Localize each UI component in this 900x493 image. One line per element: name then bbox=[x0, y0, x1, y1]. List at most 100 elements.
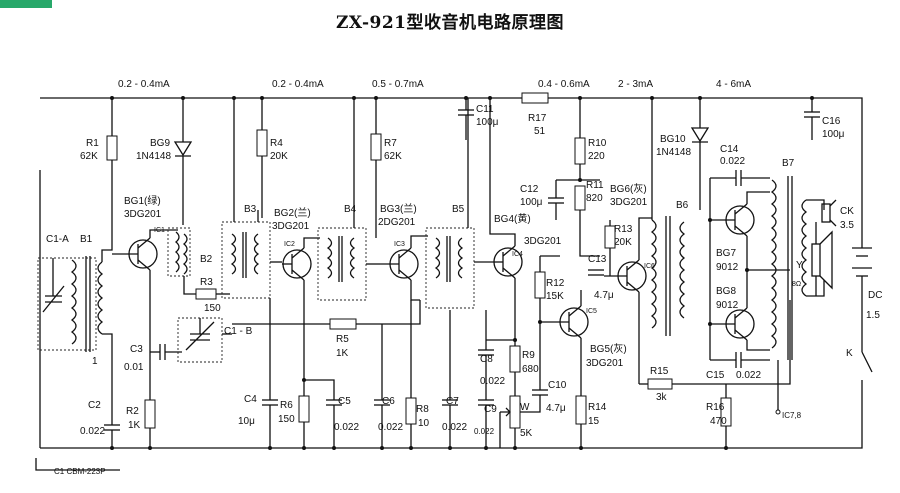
r17-body bbox=[521, 92, 549, 104]
label-r9-value: 680 bbox=[522, 364, 539, 375]
label-r2: R2 bbox=[126, 406, 139, 417]
current-label-1: 0.2 - 0.4mA bbox=[118, 79, 170, 90]
label-r15: R15 bbox=[650, 366, 669, 377]
b2-coil-2 bbox=[182, 233, 188, 275]
label-c16-value: 100μ bbox=[822, 129, 845, 140]
r3-body bbox=[195, 288, 217, 300]
label-bg2-value: 3DG201 bbox=[272, 221, 310, 232]
label-bg5-value: 3DG201 bbox=[586, 358, 624, 369]
label-r5-value: 1K bbox=[336, 348, 349, 359]
b1-out-wire bbox=[101, 238, 113, 262]
r8-body bbox=[405, 397, 417, 425]
r4-body bbox=[256, 129, 268, 157]
label-b7: B7 bbox=[782, 158, 795, 169]
label-c11: C11 bbox=[476, 104, 494, 115]
r7-body bbox=[370, 133, 382, 161]
switch-k bbox=[861, 340, 873, 390]
label-c4: C4 bbox=[244, 394, 257, 405]
label-c10: C10 bbox=[548, 380, 567, 391]
label-bg6: BG6(灰) bbox=[610, 182, 647, 195]
bg10-diode bbox=[690, 127, 710, 143]
b3-coil bbox=[230, 233, 237, 275]
label-r7-value: 62K bbox=[384, 151, 402, 162]
label-c2: C2 bbox=[88, 400, 101, 411]
label-r13-value: 20K bbox=[614, 237, 632, 248]
label-bg7: BG7 bbox=[716, 248, 736, 259]
label-b5: B5 bbox=[452, 204, 465, 215]
r9-body bbox=[509, 345, 521, 373]
current-label-3: 0.5 - 0.7mA bbox=[372, 79, 424, 90]
b7-coil bbox=[770, 179, 777, 349]
label-bg4-value: 3DG201 bbox=[524, 236, 562, 247]
label-c1b: C1 - B bbox=[224, 326, 253, 337]
label-b3: B3 bbox=[244, 204, 257, 215]
r6-body bbox=[298, 395, 310, 423]
label-r10-value: 220 bbox=[588, 151, 605, 162]
b3-dash-box bbox=[221, 221, 271, 299]
speaker-y bbox=[811, 243, 821, 277]
label-k: K bbox=[846, 348, 853, 359]
label-r16: R16 bbox=[706, 402, 725, 413]
r10-body bbox=[574, 137, 586, 165]
label-r8: R8 bbox=[416, 404, 429, 415]
label-r5: R5 bbox=[336, 334, 349, 345]
label-c15: C15 bbox=[706, 370, 725, 381]
label-bg3: BG3(兰) bbox=[380, 202, 417, 215]
label-r2-value: 1K bbox=[128, 420, 141, 431]
label-bg2: BG2(兰) bbox=[274, 206, 311, 219]
label-c1a: C1-A bbox=[46, 234, 69, 245]
label-c12-value: 100μ bbox=[520, 197, 543, 208]
label-c11-value: 100μ bbox=[476, 117, 499, 128]
label-bg1-value: 3DG201 bbox=[124, 209, 162, 220]
label-ck: CK bbox=[840, 206, 854, 217]
label-r11: R11 bbox=[586, 180, 604, 191]
c1a-dash-box bbox=[37, 257, 97, 351]
b1-primary-coil bbox=[70, 259, 77, 345]
label-r12: R12 bbox=[546, 278, 565, 289]
diagram-title: ZX-921型收音机电路原理图 bbox=[335, 13, 565, 33]
label-r1: R1 bbox=[86, 138, 99, 149]
label-c13: C13 bbox=[588, 254, 607, 265]
label-r8-value: 10 bbox=[418, 418, 430, 429]
b1-out-wire-2 bbox=[102, 333, 113, 420]
label-bg3-value: 2DG201 bbox=[378, 217, 416, 228]
label-r13: R13 bbox=[614, 224, 633, 235]
label-c10-value: 4.7μ bbox=[546, 403, 566, 414]
label-bg5: BG5(灰) bbox=[590, 342, 627, 355]
label-r16-value: 470 bbox=[710, 416, 727, 427]
corner-tab bbox=[0, 0, 52, 8]
r5-body bbox=[329, 318, 357, 330]
label-c3: C3 bbox=[130, 344, 143, 355]
label-w: W bbox=[520, 402, 530, 413]
label-w-value: 5K bbox=[520, 428, 533, 439]
label-bg9: BG9 bbox=[150, 138, 170, 149]
label-ic78: IC7,8 bbox=[782, 411, 802, 420]
b6-coil bbox=[650, 219, 657, 329]
label-bg10-value: 1N4148 bbox=[656, 147, 691, 158]
label-bg4: BG4(黄) bbox=[494, 212, 531, 225]
label-r11-value: 820 bbox=[586, 193, 603, 204]
b6-coil-2 bbox=[679, 221, 686, 319]
label-bg1: BG1(绿) bbox=[124, 194, 161, 207]
r15-body bbox=[647, 378, 673, 390]
label-r3: R3 bbox=[200, 277, 213, 288]
label-c8-value: 0.022 bbox=[480, 376, 505, 387]
label-c7: C7 bbox=[446, 396, 459, 407]
label-c5-value: 0.022 bbox=[334, 422, 359, 433]
label-c13-value: 4.7μ bbox=[594, 290, 614, 301]
label-r3-value: 150 bbox=[204, 303, 221, 314]
label-r1-value: 62K bbox=[80, 151, 98, 162]
label-r14-value: 15 bbox=[588, 416, 600, 427]
label-dc-value: 1.5 bbox=[866, 310, 880, 321]
label-r7: R7 bbox=[384, 138, 397, 149]
label-c15-value: 0.022 bbox=[736, 370, 761, 381]
r2-body bbox=[144, 399, 156, 429]
label-ic1: IC1 bbox=[154, 227, 165, 234]
r14-body bbox=[575, 395, 587, 425]
label-c6-value: 0.022 bbox=[378, 422, 403, 433]
current-label-6: 4 - 6mA bbox=[716, 79, 751, 90]
b4-coil-2 bbox=[349, 237, 356, 279]
label-r6: R6 bbox=[280, 400, 293, 411]
label-c7-value: 0.022 bbox=[442, 422, 467, 433]
